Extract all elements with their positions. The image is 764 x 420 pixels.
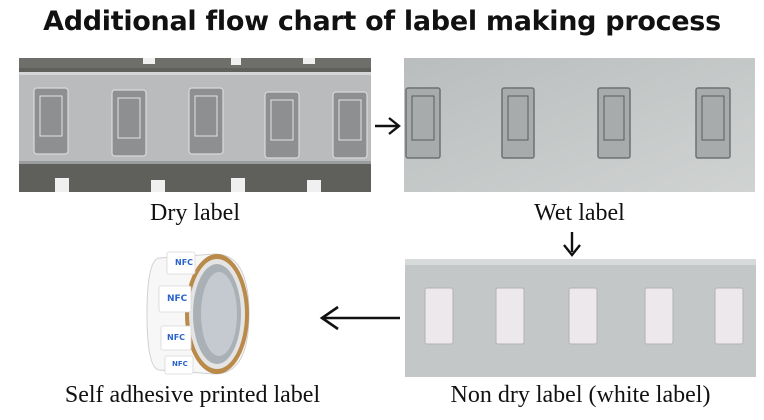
non-dry-label-photo [405,259,756,377]
nfc-logo-icon: NFC [172,360,188,368]
wet-label-photo [404,58,755,192]
diagram-title: Additional flow chart of label making pr… [43,6,721,37]
self-adhesive-label-caption: Self adhesive printed label [64,382,321,408]
arrow-right-icon [373,116,403,136]
dry-label-photo [19,58,371,192]
wet-label-caption: Wet label [534,200,625,226]
non-dry-label-caption: Non dry label (white label) [450,382,711,408]
dry-label-caption: Dry label [150,200,240,226]
arrow-left-icon [318,305,402,331]
arrow-down-icon [562,230,582,258]
nfc-logo-icon: NFC [167,333,186,342]
nfc-logo-icon: NFC [175,258,194,267]
nfc-logo-icon: NFC [167,294,188,304]
self-adhesive-roll-photo: NFC NFC NFC NFC [145,248,255,380]
